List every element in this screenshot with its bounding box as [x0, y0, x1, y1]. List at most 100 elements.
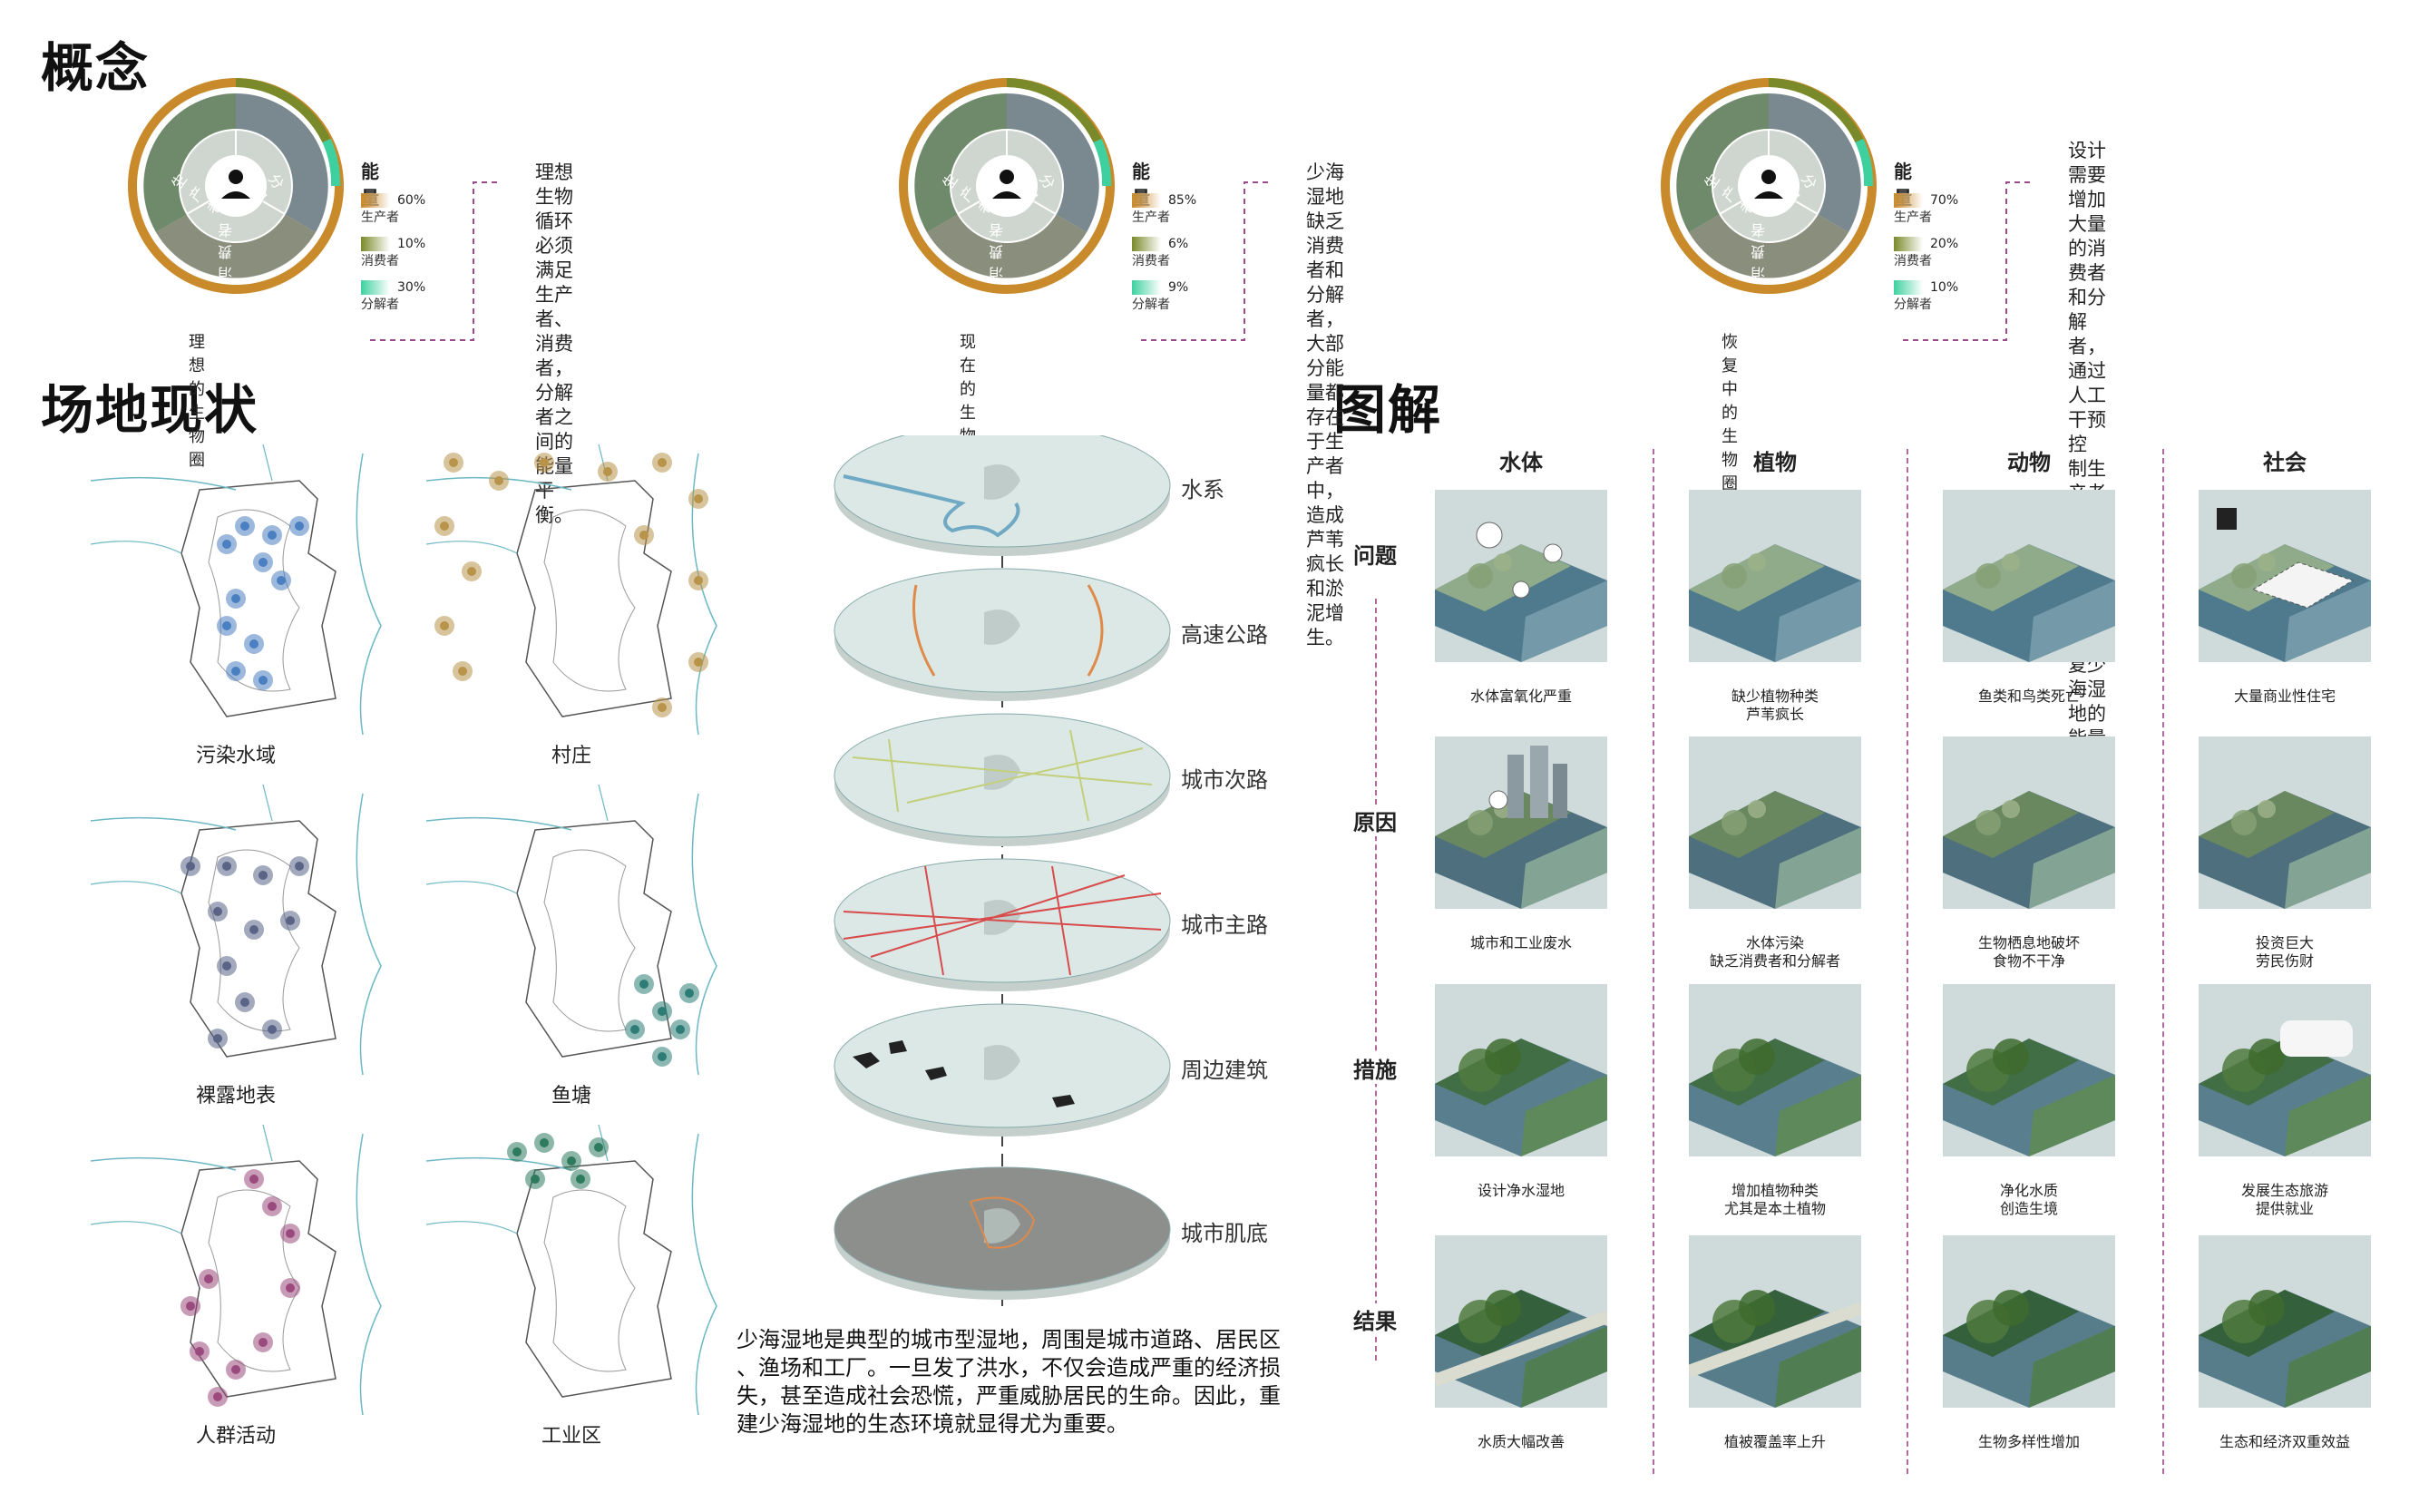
tile-caption: 设计净水湿地: [1430, 1182, 1612, 1200]
tile-caption: 水体污染缺乏消费者和分解者: [1684, 934, 1866, 971]
tile-caption: 大量商业性住宅: [2194, 688, 2375, 706]
legend-label: 分解者: [361, 298, 399, 312]
tile-caption-line: 植被覆盖率上升: [1723, 1433, 1826, 1450]
site-map: 工业区: [426, 1125, 726, 1448]
layer-label: 高速公路: [1181, 622, 1268, 648]
row-axis: [1375, 599, 1377, 1361]
site-map-label: 工业区: [541, 1425, 601, 1448]
tile-caption-line: 生物多样性增加: [1977, 1433, 2080, 1450]
connector-line: [1141, 181, 1272, 341]
tile-illustration: [1435, 490, 1607, 662]
layer-label: 城市次路: [1181, 767, 1268, 793]
layer-label: 周边建筑: [1181, 1058, 1268, 1083]
panel-caption: 恢复中的生物圈: [1722, 333, 1738, 493]
site-paragraph-line: 、渔场和工厂。一旦发了洪水，不仅会造成严重的经济损: [736, 1355, 1281, 1380]
column-header: 动物: [2007, 450, 2051, 475]
tile-caption: 发展生态旅游提供就业: [2194, 1182, 2375, 1218]
site-heading: 场地现状: [41, 379, 259, 441]
tile-caption-line: 投资巨大: [2255, 934, 2314, 951]
site-outline: [91, 444, 382, 735]
site-map-label: 村庄: [551, 745, 591, 767]
site-paragraph-line: 少海湿地是典型的城市型湿地，周围是城市道路、居民区: [736, 1327, 1281, 1352]
tile-illustration: [2199, 984, 2371, 1156]
connector-line: [1903, 181, 2034, 341]
tile-caption: 植被覆盖率上升: [1684, 1433, 1866, 1451]
tile-caption: 净化水质创造生境: [1938, 1182, 2120, 1218]
legend-label: 分解者: [1132, 298, 1170, 312]
diagram-tile: [1435, 1235, 1607, 1408]
column-separator: [2162, 449, 2164, 1474]
legend-swatch: [1894, 237, 1923, 251]
column-header: 社会: [2263, 450, 2307, 475]
site-paragraph-line: 失，甚至造成社会恐慌，严重威胁居民的生命。因此，重: [736, 1383, 1281, 1409]
diagram-tile: [1943, 984, 2115, 1156]
tile-caption-line: 芦苇疯长: [1745, 706, 1804, 723]
layer-disk: [834, 713, 1171, 846]
site-outline: [91, 785, 382, 1075]
tile-caption-line: 大量商业性住宅: [2233, 688, 2336, 705]
tile-illustration: [1689, 736, 1861, 909]
diagram-tile: [1435, 984, 1607, 1156]
column-header: 水体: [1499, 450, 1543, 475]
tile-illustration: [1435, 736, 1607, 909]
tile-caption-line: 劳民伤财: [2255, 952, 2314, 970]
tile-illustration: [2199, 1235, 2371, 1408]
row-header: 措施: [1353, 1052, 1397, 1084]
tile-illustration: [2199, 490, 2371, 662]
tile-caption-line: 设计净水湿地: [1477, 1182, 1565, 1199]
column-separator: [1907, 449, 1908, 1474]
concept-description: 理想生物循环必须满足生产者、消费者，分解者之间的能量平衡。: [535, 161, 573, 528]
concept-description-line: 者、消费者，分解者之间的: [535, 308, 573, 453]
legend-percent: 9%: [1168, 280, 1189, 295]
site-outline: [91, 1125, 382, 1415]
legend-swatch: [1894, 280, 1923, 295]
row-header: 问题: [1353, 538, 1397, 570]
diagram-tile: [1435, 490, 1607, 662]
legend-percent: 10%: [1930, 280, 1959, 295]
layer-disk: [834, 1166, 1171, 1300]
tile-illustration: [1689, 490, 1861, 662]
row-header: 结果: [1353, 1303, 1397, 1335]
site-map-label: 人群活动: [195, 1425, 276, 1448]
site-map: 鱼塘: [426, 785, 726, 1107]
biosphere-wheel: [128, 78, 344, 294]
diagram-tile: [1943, 736, 2115, 909]
tile-caption: 生态和经济双重效益: [2194, 1433, 2375, 1451]
tile-illustration: [1943, 490, 2115, 662]
site-map-label: 鱼塘: [551, 1085, 591, 1107]
concept-description-line: 产者中，造成芦苇疯长和淤: [1306, 455, 1344, 600]
layer-label: 城市主路: [1181, 912, 1268, 938]
tile-caption-line: 发展生态旅游: [2240, 1182, 2328, 1199]
tile-caption: 城市和工业废水: [1430, 934, 1612, 952]
tile-illustration: [1435, 984, 1607, 1156]
concept-description-line: 者，大部分能量都存在于生: [1306, 308, 1344, 453]
site-outline: [426, 1125, 717, 1415]
layer-disk: [834, 435, 1171, 556]
legend-item: 20% 消费者: [1894, 237, 1958, 269]
legend-label: 生产者: [361, 210, 399, 225]
legend-item: 10% 分解者: [1894, 280, 1958, 313]
concept-description: 设计需要增加大量的消费者和分解者，通过人工干预控制生产者的生长同时净化水体并且恢…: [2068, 139, 2106, 824]
legend-label: 生产者: [1132, 210, 1170, 225]
column-header: 植物: [1753, 450, 1797, 475]
tile-caption: 缺少植物种类芦苇疯长: [1684, 688, 1866, 724]
legend-swatch: [361, 193, 390, 208]
tile-caption: 生物多样性增加: [1938, 1433, 2120, 1451]
tile-illustration: [1943, 736, 2115, 909]
tile-caption-line: 水体污染: [1745, 934, 1804, 951]
tile-caption: 鱼类和鸟类死亡: [1938, 688, 2120, 706]
layer-stack: [816, 435, 1288, 1306]
tile-caption-line: 生物栖息地破坏: [1977, 934, 2080, 951]
site-map-label: 裸露地表: [195, 1085, 276, 1107]
tile-caption: 水体富氧化严重: [1430, 688, 1612, 706]
concept-description-line: 和分解者，通过人工干预控: [2068, 287, 2106, 455]
diagram-tile: [2199, 736, 2371, 909]
tile-caption-line: 提供就业: [2255, 1200, 2314, 1217]
legend-item: 30% 分解者: [361, 280, 425, 313]
diagram-heading: 图解: [1333, 379, 1443, 441]
legend-percent: 70%: [1930, 193, 1959, 208]
tile-illustration: [1943, 984, 2115, 1156]
tile-caption-line: 城市和工业废水: [1469, 934, 1572, 951]
tile-illustration: [1943, 1235, 2115, 1408]
diagram-tile: [1689, 1235, 1861, 1408]
